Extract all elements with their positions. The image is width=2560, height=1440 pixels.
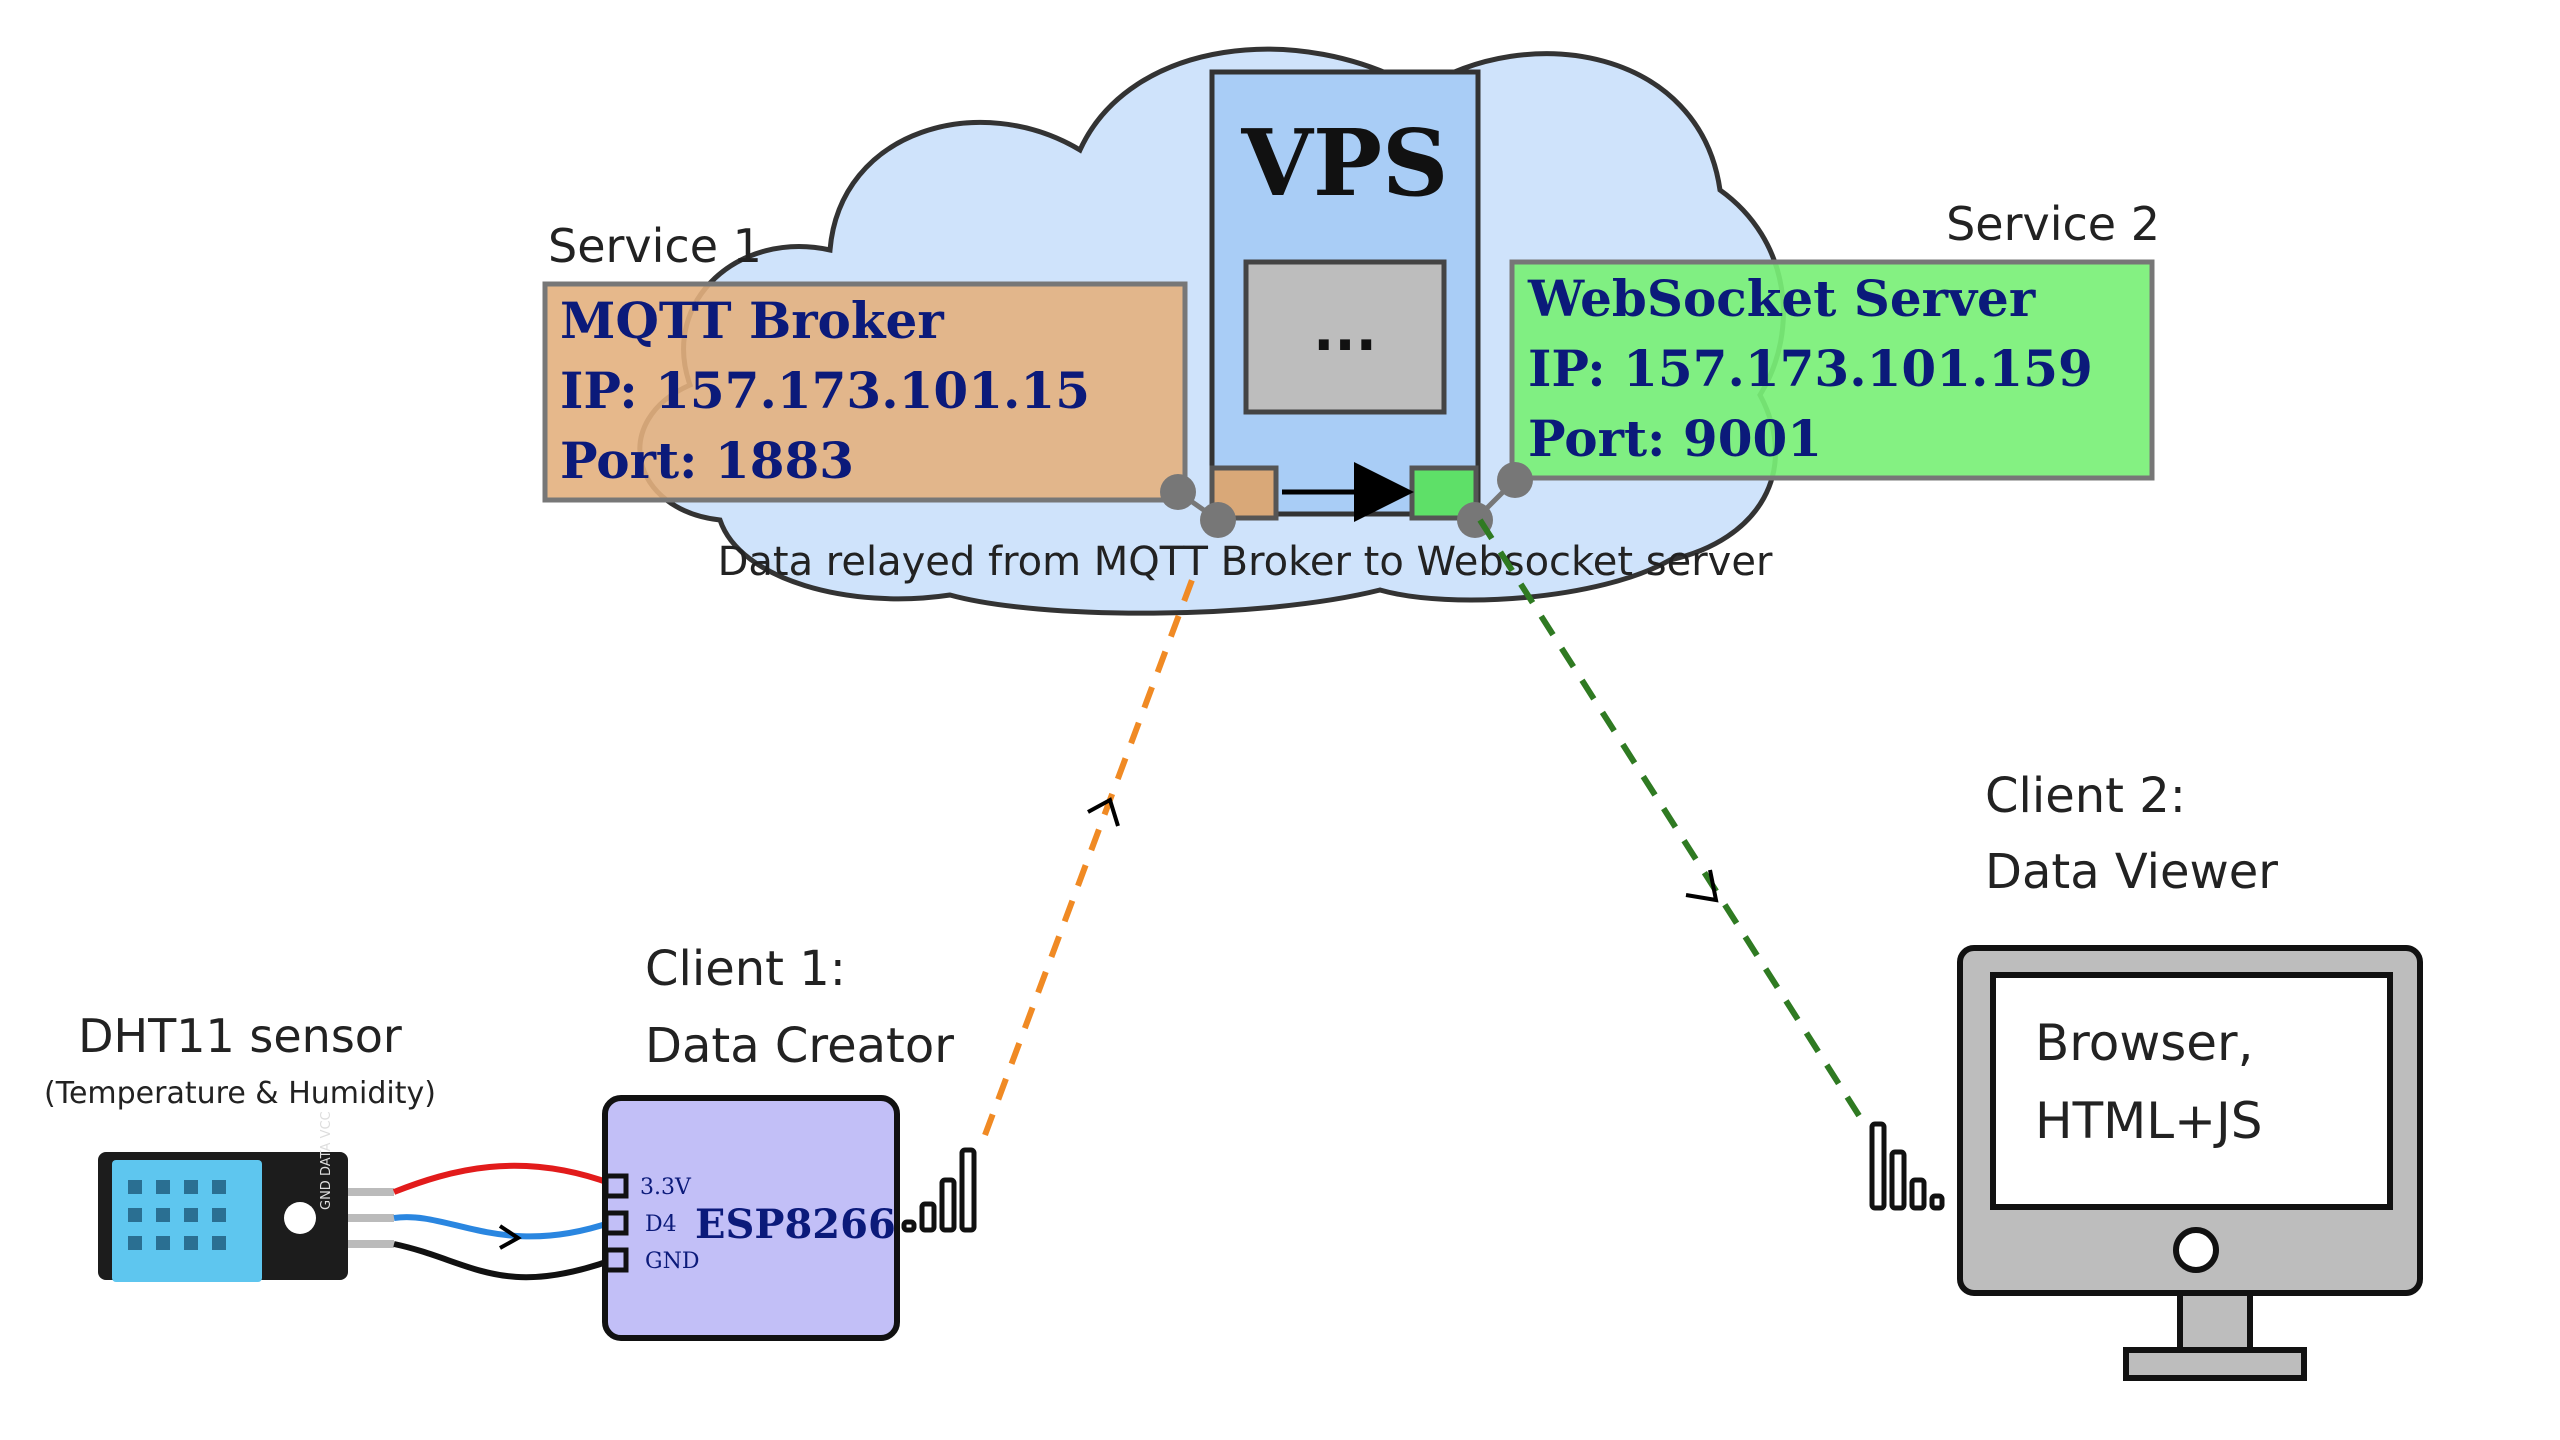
sensor-board-text: GND DATA VCC: [319, 1111, 334, 1210]
mqtt-broker-box: [542, 281, 1188, 503]
green-link-arrowhead: [1685, 869, 1719, 903]
signal-bars-client1-icon: [901, 1147, 977, 1233]
orange-link-arrowhead: [1087, 797, 1120, 827]
wire-gnd: [393, 1241, 614, 1281]
vps-title: VPS: [1241, 109, 1449, 217]
orange-link-line: [982, 578, 1195, 1137]
pin-label-d4: D4: [645, 1212, 677, 1237]
relay-in-node: [1200, 502, 1236, 538]
ws-connector-node: [1497, 462, 1533, 498]
screen-line2: HTML+JS: [2035, 1092, 2263, 1150]
pin-gnd: [603, 1247, 629, 1273]
relay-in-port: [1209, 465, 1279, 521]
pin-vcc: [603, 1173, 629, 1199]
monitor-icon: [1957, 945, 2423, 1381]
sensor-title: DHT11 sensor: [78, 1009, 402, 1063]
pin-label-vcc: 3.3V: [640, 1175, 692, 1200]
service2-label: Service 2: [1946, 197, 2160, 251]
sensor-subtitle: (Temperature & Humidity): [44, 1076, 436, 1111]
mqtt-broker-ip: IP: 157.173.101.15: [560, 361, 1090, 420]
relay-caption: Data relayed from MQTT Broker to Websock…: [718, 539, 1773, 585]
green-link-line: [1477, 518, 1868, 1127]
mqtt-broker-port: Port: 1883: [560, 431, 854, 490]
client2-line1: Client 2:: [1985, 768, 2186, 824]
wire-vcc: [392, 1162, 614, 1195]
mqtt-connector-node: [1160, 474, 1196, 510]
websocket-server-port: Port: 9001: [1528, 409, 1822, 468]
esp8266-label: ESP8266: [695, 1201, 896, 1248]
service1-label: Service 1: [548, 219, 762, 273]
websocket-server-name: WebSocket Server: [1527, 269, 2036, 328]
vps-inner-ellipsis: ...: [1313, 299, 1377, 364]
dht11-sensor-image: GND DATA VCC: [98, 1111, 394, 1282]
screen-line1: Browser,: [2035, 1014, 2254, 1072]
pin-d4: [603, 1210, 629, 1236]
websocket-server-ip: IP: 157.173.101.159: [1528, 339, 2093, 398]
wire-arrow: [498, 1224, 522, 1250]
signal-bars-client2-icon: [1869, 1121, 1945, 1211]
client2-line2: Data Viewer: [1985, 844, 2278, 900]
mqtt-broker-name: MQTT Broker: [560, 291, 944, 350]
vps-inner-box: [1243, 259, 1447, 415]
client1-line1: Client 1:: [645, 941, 846, 997]
pin-label-gnd: GND: [645, 1249, 699, 1274]
client1-line2: Data Creator: [645, 1018, 954, 1074]
websocket-server-box: [1509, 259, 2155, 481]
wire-data: [393, 1214, 613, 1240]
